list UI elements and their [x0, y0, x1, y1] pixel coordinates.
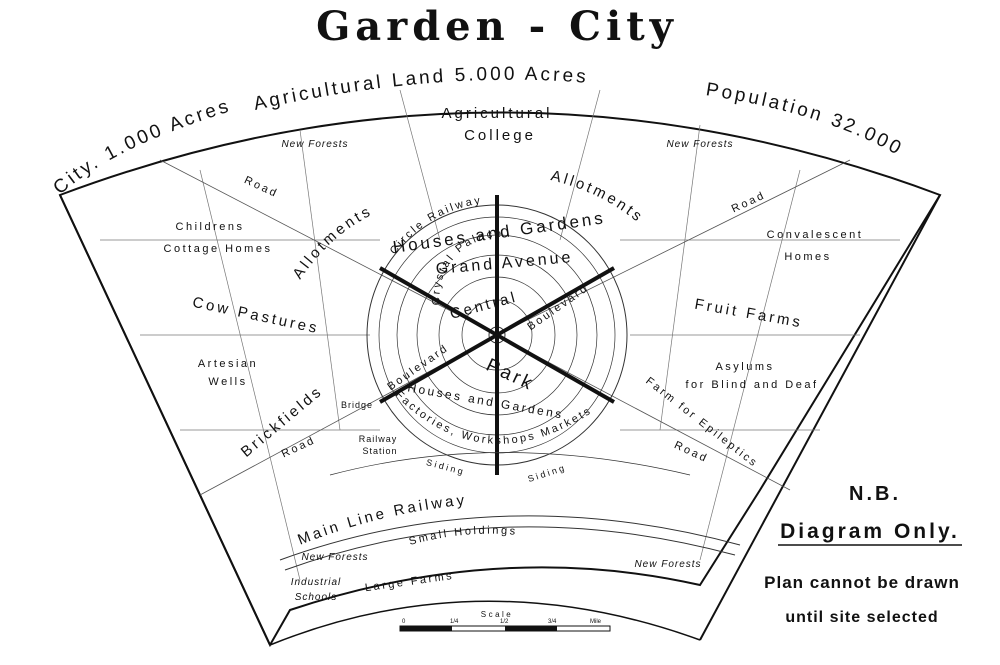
asylums-line2: for Blind and Deaf	[685, 379, 818, 391]
scale-bar-segment-1	[400, 626, 452, 631]
field-grid	[100, 89, 900, 581]
road-nw: Road	[242, 174, 280, 200]
childrens-line1: Childrens	[176, 221, 245, 233]
road-se: Road	[672, 439, 710, 465]
city-acres-label: City. 1.000 Acres	[49, 95, 233, 198]
fan-outline	[58, 111, 942, 648]
fan-right-edge	[699, 194, 941, 641]
scale-bar-segment-2	[505, 626, 557, 631]
boulevard-right: Boulevard	[525, 282, 591, 333]
population-label: Population 32.000	[704, 79, 906, 160]
boulevards	[379, 195, 615, 475]
large-farms: Large Farms	[364, 570, 455, 594]
siding-right: Siding	[526, 462, 567, 484]
road-ne: Road	[730, 189, 768, 215]
scale-tick-0: 0	[402, 619, 406, 625]
artesian-line1: Artesian	[198, 358, 258, 370]
new-forests-bottom-right: New Forests	[634, 559, 701, 570]
park-label: Park	[483, 355, 538, 396]
scale-tick-4: Mile	[590, 619, 602, 625]
main-line-railway	[279, 452, 741, 571]
fan-bottom-arc	[269, 600, 701, 646]
asylums-line1: Asylums	[715, 361, 774, 373]
bridge: Bridge	[341, 400, 373, 410]
road-sw: Road	[280, 434, 318, 460]
railway-station-line2: Station	[362, 446, 397, 456]
convalescent-line2: Homes	[784, 251, 831, 263]
agricultural-college-line1: Agricultural	[441, 105, 552, 122]
note-until-site: until site selected	[785, 609, 938, 626]
agricultural-college-line2: College	[464, 127, 536, 144]
childrens-line2: Cottage Homes	[164, 243, 273, 255]
central-label: Central	[448, 288, 519, 322]
new-forests-left: New Forests	[281, 139, 348, 150]
title: Garden - City	[316, 3, 678, 50]
allotments-left: Allotments	[289, 202, 375, 282]
new-forests-bottom-left: New Forests	[301, 552, 368, 563]
cow-pastures: Cow Pastures	[191, 294, 321, 338]
fan-left-edge	[59, 194, 271, 646]
railway-station-line1: Railway	[359, 434, 398, 444]
small-holdings: Small Holdings	[408, 525, 518, 548]
scale-tick-3: 3/4	[548, 619, 557, 625]
fruit-farms: Fruit Farms	[693, 296, 804, 332]
scale-label: Scale	[481, 610, 514, 619]
new-forests-right: New Forests	[666, 139, 733, 150]
scale-tick-2: 1/2	[500, 619, 509, 625]
industrial-schools-line2: Schools	[295, 592, 338, 603]
scale-tick-1: 1/4	[450, 619, 459, 625]
convalescent-line1: Convalescent	[767, 229, 864, 241]
scale-bar: Scale 0 1/4 1/2 3/4 Mile	[399, 610, 611, 632]
artesian-line2: Wells	[208, 376, 247, 388]
note-diagram-only: Diagram Only.	[780, 520, 960, 543]
industrial-schools-line1: Industrial	[291, 577, 342, 588]
note-plan-cannot: Plan cannot be drawn	[764, 573, 960, 592]
note-nb: N.B.	[849, 483, 901, 505]
